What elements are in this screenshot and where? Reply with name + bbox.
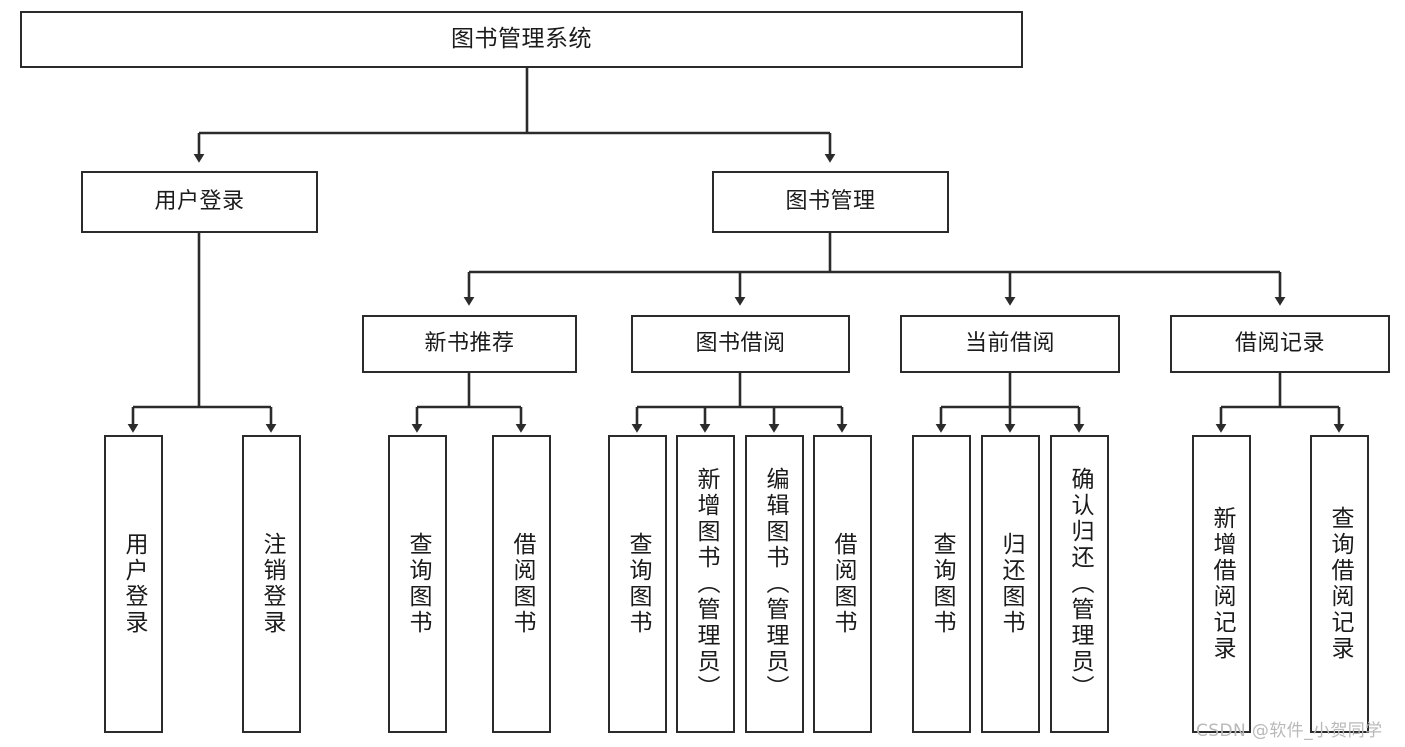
leaf-logout-login[interactable]: 注销登录 bbox=[242, 435, 301, 733]
node-label: 新增图书（管理员） bbox=[693, 467, 719, 701]
node-new-book-recommendation[interactable]: 新书推荐 bbox=[362, 315, 577, 373]
node-label: 用户登录 bbox=[154, 189, 245, 215]
node-label: 新增借阅记录 bbox=[1209, 506, 1235, 662]
leaf-borrow-book-new-rec[interactable]: 借阅图书 bbox=[492, 435, 551, 733]
leaf-add-borrow-record[interactable]: 新增借阅记录 bbox=[1192, 435, 1251, 733]
node-label: 新书推荐 bbox=[424, 331, 515, 357]
node-label: 当前借阅 bbox=[964, 331, 1055, 357]
leaf-query-borrow-record[interactable]: 查询借阅记录 bbox=[1310, 435, 1369, 733]
node-book-borrowing[interactable]: 图书借阅 bbox=[631, 315, 850, 373]
node-label: 编辑图书（管理员） bbox=[762, 467, 788, 701]
node-root-book-management-system[interactable]: 图书管理系统 bbox=[20, 11, 1023, 68]
node-label: 用户登录 bbox=[121, 532, 147, 636]
csdn-watermark: CSDN @软件_小贺同学 bbox=[1196, 721, 1383, 741]
node-label: 图书管理系统 bbox=[451, 25, 592, 52]
leaf-return-book[interactable]: 归还图书 bbox=[981, 435, 1040, 733]
node-label: 图书借阅 bbox=[695, 331, 786, 357]
node-user-login[interactable]: 用户登录 bbox=[81, 171, 318, 233]
node-borrowing-records[interactable]: 借阅记录 bbox=[1170, 315, 1390, 373]
node-label: 注销登录 bbox=[259, 532, 285, 636]
leaf-borrow-book[interactable]: 借阅图书 bbox=[813, 435, 872, 733]
node-label: 确认归还（管理员） bbox=[1067, 467, 1093, 701]
node-label: 借阅记录 bbox=[1234, 331, 1325, 357]
node-label: 查询图书 bbox=[405, 532, 431, 636]
leaf-query-book-new-rec[interactable]: 查询图书 bbox=[388, 435, 447, 733]
leaf-user-login[interactable]: 用户登录 bbox=[104, 435, 163, 733]
node-label: 归还图书 bbox=[998, 532, 1024, 636]
leaf-add-book-admin[interactable]: 新增图书（管理员） bbox=[676, 435, 735, 733]
node-label: 查询借阅记录 bbox=[1327, 506, 1353, 662]
node-label: 图书管理 bbox=[785, 189, 876, 215]
node-book-management[interactable]: 图书管理 bbox=[712, 171, 949, 233]
node-label: 借阅图书 bbox=[830, 532, 856, 636]
leaf-query-book-current[interactable]: 查询图书 bbox=[912, 435, 971, 733]
node-label: 查询图书 bbox=[625, 532, 651, 636]
node-label: 借阅图书 bbox=[509, 532, 535, 636]
leaf-edit-book-admin[interactable]: 编辑图书（管理员） bbox=[745, 435, 804, 733]
leaf-confirm-return-admin[interactable]: 确认归还（管理员） bbox=[1050, 435, 1109, 733]
node-current-borrowing[interactable]: 当前借阅 bbox=[900, 315, 1120, 373]
node-label: 查询图书 bbox=[929, 532, 955, 636]
leaf-query-book-borrow[interactable]: 查询图书 bbox=[608, 435, 667, 733]
